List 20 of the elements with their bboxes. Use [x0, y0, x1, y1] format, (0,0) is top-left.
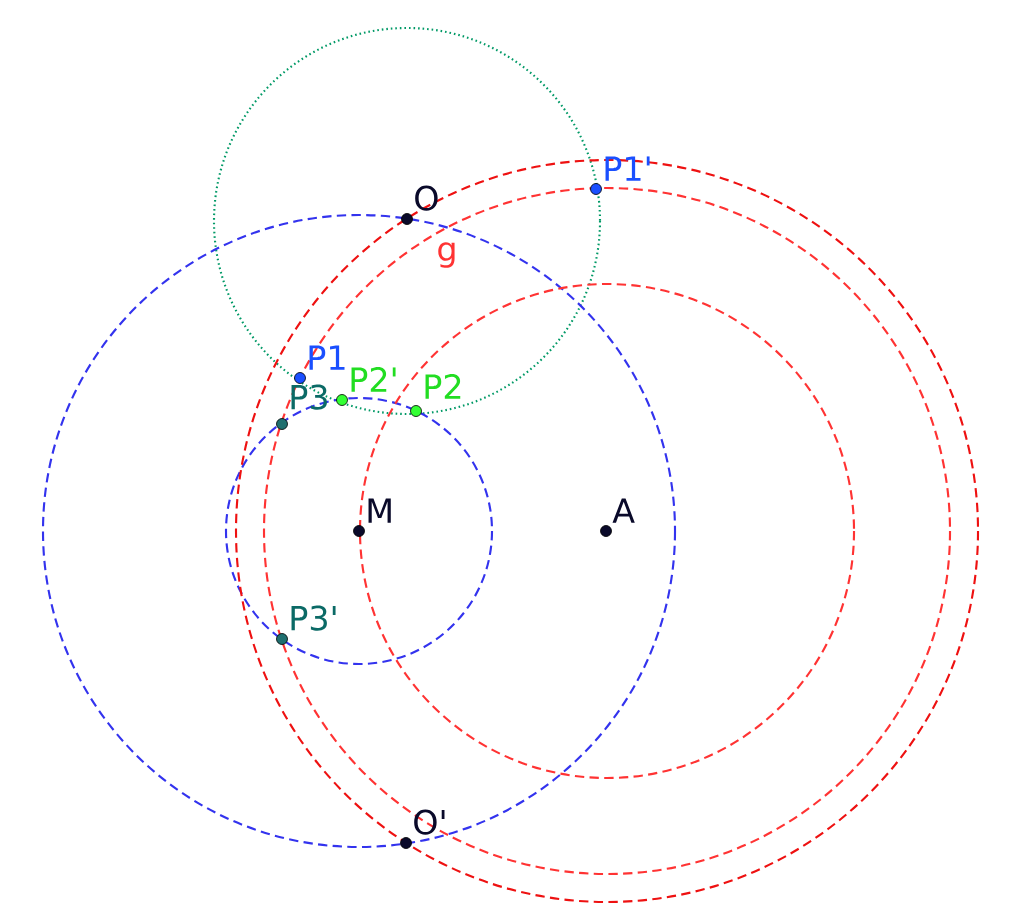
node-label: A [612, 498, 635, 523]
node-label: P2 [425, 374, 461, 399]
node-label: O' [414, 809, 445, 835]
labeled-point: P2 [410, 374, 461, 417]
node-label: P3 [291, 384, 327, 410]
labeled-point: O' [400, 809, 445, 849]
node-label: M [368, 498, 391, 523]
labeled-point: M [353, 498, 391, 537]
labeled-point: P3' [276, 605, 336, 645]
labeled-point: P3 [276, 384, 327, 430]
node-label: P2' [351, 367, 396, 392]
labeled-point: P1 [294, 345, 345, 384]
labeled-point: A [600, 498, 635, 537]
labeled-point: P1' [590, 156, 650, 195]
node-label: O [415, 185, 438, 211]
node-label: P1' [605, 156, 650, 181]
curve-label: g [438, 242, 455, 268]
labeled-point: O [401, 185, 438, 225]
node-label: P3' [291, 605, 336, 631]
node-label: P1 [309, 345, 345, 370]
